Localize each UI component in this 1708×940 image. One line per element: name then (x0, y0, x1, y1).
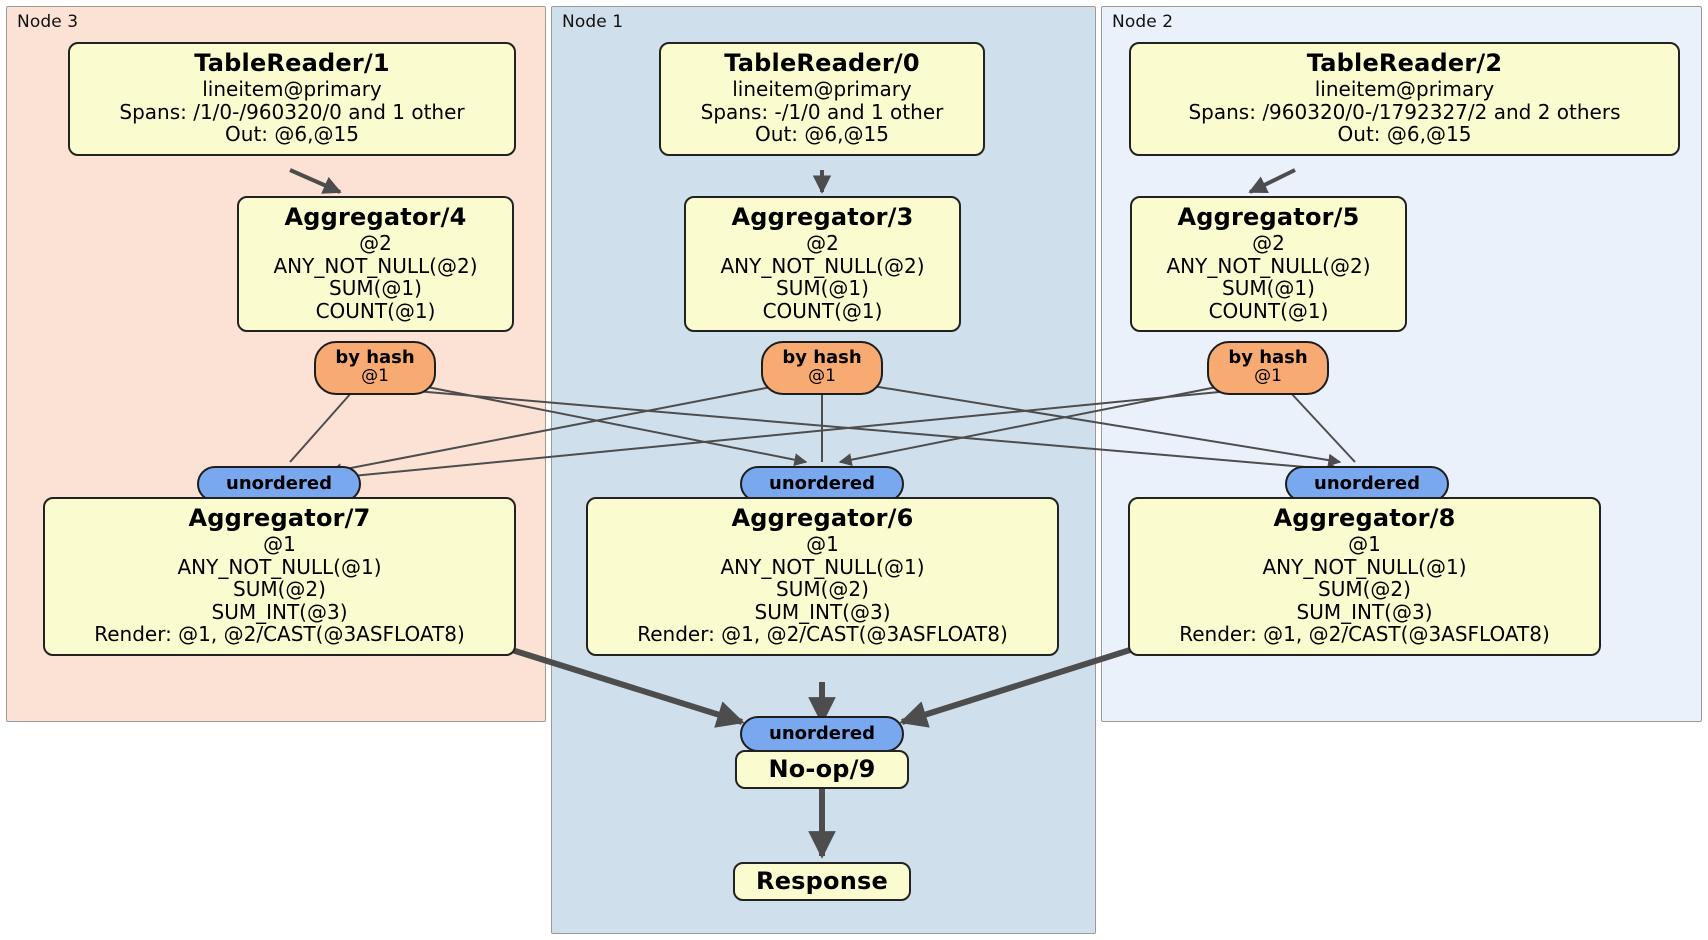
router-detail: @1 (1254, 365, 1282, 386)
processor-title: Aggregator/8 (1273, 504, 1456, 532)
processor-line: COUNT(@1) (315, 298, 436, 323)
processor-no-op-9[interactable]: No-op/9 (735, 750, 909, 790)
router-by-hash-left[interactable]: by hash @1 (314, 341, 436, 395)
processor-aggregator-5[interactable]: Aggregator/5 @2 ANY_NOT_NULL(@2) SUM(@1)… (1130, 196, 1407, 333)
processor-line: lineitem@primary (202, 77, 382, 102)
processor-line: ANY_NOT_NULL(@2) (720, 253, 925, 278)
node-region-label-node1: Node 1 (562, 12, 624, 32)
receiver-label: unordered (769, 723, 875, 744)
processor-line: SUM(@2) (233, 577, 326, 602)
processor-response[interactable]: Response (733, 862, 911, 902)
processor-aggregator-7[interactable]: Aggregator/7 @1 ANY_NOT_NULL(@1) SUM(@2)… (43, 497, 516, 657)
processor-title: Aggregator/6 (731, 504, 914, 532)
processor-line: SUM(@1) (329, 276, 422, 301)
processor-title: Aggregator/3 (731, 203, 914, 231)
processor-title: Aggregator/4 (284, 203, 467, 231)
receiver-label: unordered (1314, 473, 1420, 494)
receiver-unordered-left[interactable]: unordered (197, 466, 361, 502)
processor-line: lineitem@primary (1314, 77, 1495, 102)
processor-line: @1 (1348, 532, 1381, 557)
node-region-label-node2: Node 2 (1112, 12, 1174, 32)
processor-line: Render: @1, @2/CAST(@3ASFLOAT8) (94, 622, 465, 647)
processor-title: No-op/9 (768, 755, 876, 783)
receiver-unordered-final[interactable]: unordered (740, 716, 904, 752)
processor-line: SUM_INT(@3) (754, 599, 891, 624)
processor-aggregator-4[interactable]: Aggregator/4 @2 ANY_NOT_NULL(@2) SUM(@1)… (237, 196, 514, 333)
processor-title: Response (756, 867, 888, 895)
router-detail: @1 (361, 365, 389, 386)
processor-line: Render: @1, @2/CAST(@3ASFLOAT8) (637, 622, 1008, 647)
processor-line: @2 (806, 231, 839, 256)
processor-title: Aggregator/7 (188, 504, 371, 532)
processor-table-reader-1[interactable]: TableReader/1 lineitem@primary Spans: /1… (68, 42, 516, 156)
processor-table-reader-2[interactable]: TableReader/2 lineitem@primary Spans: /9… (1129, 42, 1680, 156)
processor-line: ANY_NOT_NULL(@2) (273, 253, 478, 278)
processor-line: SUM_INT(@3) (1296, 599, 1433, 624)
router-by-hash-center[interactable]: by hash @1 (761, 341, 883, 395)
processor-line: Out: @6,@15 (755, 122, 889, 147)
processor-line: Out: @6,@15 (225, 122, 359, 147)
processor-table-reader-0[interactable]: TableReader/0 lineitem@primary Spans: -/… (659, 42, 985, 156)
processor-line: @1 (806, 532, 839, 557)
processor-line: ANY_NOT_NULL(@1) (1262, 554, 1467, 579)
receiver-unordered-right[interactable]: unordered (1285, 466, 1449, 502)
processor-line: lineitem@primary (732, 77, 912, 102)
processor-line: ANY_NOT_NULL(@1) (177, 554, 382, 579)
processor-line: @1 (263, 532, 296, 557)
router-label: by hash (1228, 347, 1308, 368)
processor-line: Spans: /960320/0-/1792327/2 and 2 others (1188, 99, 1621, 124)
processor-line: SUM(@2) (1318, 577, 1411, 602)
router-detail: @1 (808, 365, 836, 386)
processor-line: ANY_NOT_NULL(@2) (1166, 253, 1371, 278)
processor-line: COUNT(@1) (1208, 298, 1329, 323)
processor-line: Render: @1, @2/CAST(@3ASFLOAT8) (1179, 622, 1550, 647)
processor-line: ANY_NOT_NULL(@1) (720, 554, 925, 579)
processor-line: @2 (359, 231, 392, 256)
processor-line: SUM(@1) (776, 276, 869, 301)
processor-line: Spans: /1/0-/960320/0 and 1 other (119, 99, 465, 124)
processor-aggregator-8[interactable]: Aggregator/8 @1 ANY_NOT_NULL(@1) SUM(@2)… (1128, 497, 1601, 657)
receiver-label: unordered (769, 473, 875, 494)
processor-title: TableReader/0 (724, 49, 920, 77)
processor-line: Out: @6,@15 (1337, 122, 1472, 147)
processor-line: @2 (1252, 231, 1285, 256)
processor-title: TableReader/2 (1306, 49, 1503, 77)
receiver-label: unordered (226, 473, 332, 494)
router-label: by hash (782, 347, 862, 368)
processor-line: Spans: -/1/0 and 1 other (700, 99, 944, 124)
processor-line: SUM(@2) (776, 577, 869, 602)
processor-title: Aggregator/5 (1177, 203, 1360, 231)
receiver-unordered-center[interactable]: unordered (740, 466, 904, 502)
processor-title: TableReader/1 (194, 49, 390, 77)
processor-line: SUM_INT(@3) (211, 599, 348, 624)
router-label: by hash (335, 347, 415, 368)
processor-aggregator-3[interactable]: Aggregator/3 @2 ANY_NOT_NULL(@2) SUM(@1)… (684, 196, 961, 333)
processor-line: COUNT(@1) (762, 298, 883, 323)
router-by-hash-right[interactable]: by hash @1 (1207, 341, 1329, 395)
processor-line: SUM(@1) (1222, 276, 1315, 301)
processor-aggregator-6[interactable]: Aggregator/6 @1 ANY_NOT_NULL(@1) SUM(@2)… (586, 497, 1059, 657)
node-region-label-node3: Node 3 (17, 12, 79, 32)
